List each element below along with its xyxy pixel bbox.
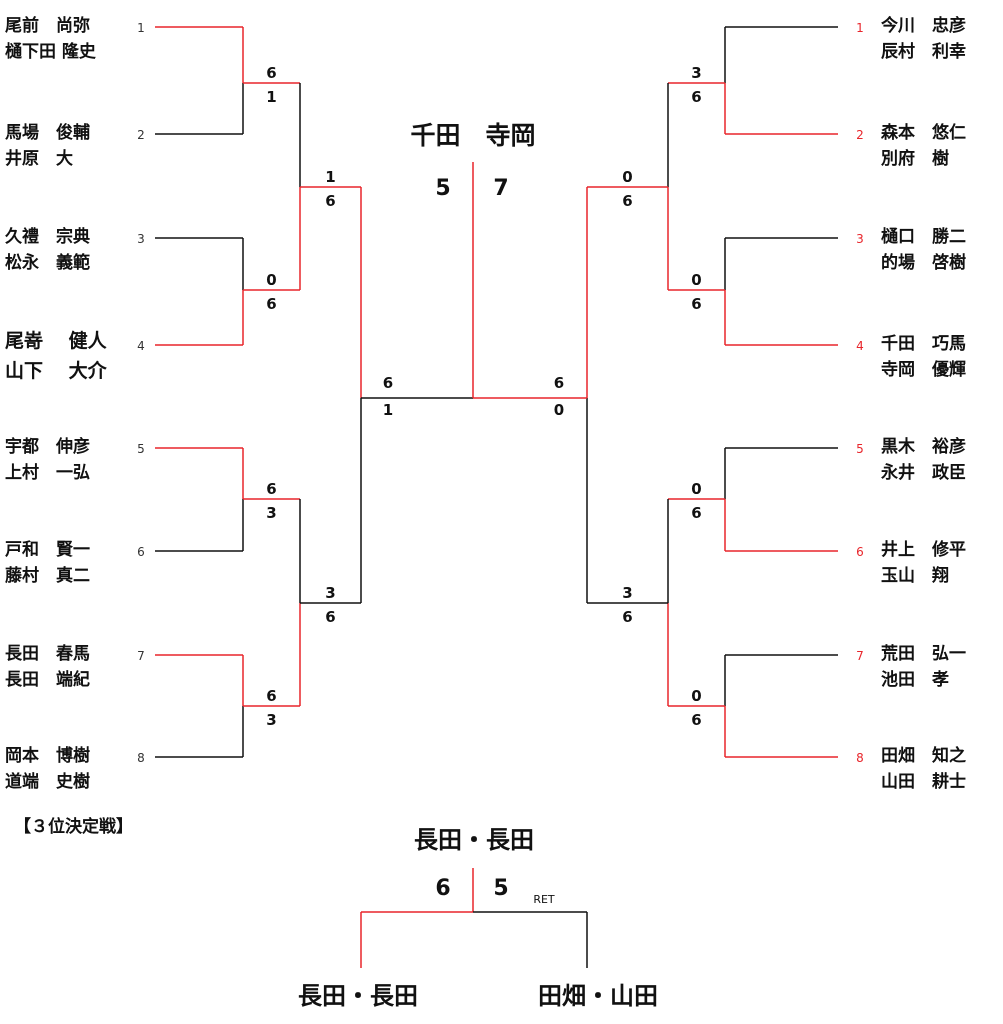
left-r2-score-top: 3 <box>325 584 335 602</box>
right-player-name: 今川 忠彦 <box>881 15 966 36</box>
left-r1-score-top: 0 <box>266 271 276 289</box>
left-player-name: 馬場 俊輔 <box>5 122 90 143</box>
left-seed-number: 2 <box>137 128 145 142</box>
right-player-name: 永井 政臣 <box>880 462 966 483</box>
left-r1-score-top: 6 <box>266 687 276 705</box>
right-player-name: 別府 樹 <box>880 148 949 169</box>
third-place-title: 【３位決定戦】 <box>14 816 133 837</box>
right-r2-score-top: 3 <box>622 584 632 602</box>
left-player-name: 岡本 博樹 <box>5 745 90 766</box>
left-player-name: 上村 一弘 <box>5 462 90 483</box>
champion-pair: 千田 寺岡 <box>410 121 535 150</box>
third-place-score-left: 6 <box>435 876 450 901</box>
left-r1-score-bottom: 6 <box>266 295 276 313</box>
right-player-name: 樋口 勝二 <box>881 226 966 247</box>
right-player-name: 的場 啓樹 <box>881 252 966 273</box>
right-r1-score-top: 0 <box>691 687 701 705</box>
right-player-name: 田畑 知之 <box>881 745 966 766</box>
left-r2-score-bottom: 6 <box>325 192 335 210</box>
left-r2-score-top: 1 <box>325 168 335 186</box>
right-seed-number: 5 <box>856 442 864 456</box>
right-r2-score-bottom: 6 <box>622 608 632 626</box>
left-semi-score-top: 6 <box>383 374 393 392</box>
third-place-left-pair: 長田・長田 <box>298 982 418 1010</box>
right-player-name: 山田 耕士 <box>881 771 966 792</box>
left-player-name: 松永 義範 <box>5 252 90 273</box>
right-player-name: 森本 悠仁 <box>881 122 966 143</box>
right-seed-number: 6 <box>856 545 864 559</box>
right-player-name: 玉山 翔 <box>881 565 949 586</box>
right-player-name: 千田 巧馬 <box>881 334 966 354</box>
right-player-name: 池田 孝 <box>881 669 949 690</box>
left-seed-number: 1 <box>137 21 145 35</box>
left-r1-score-bottom: 1 <box>266 88 276 106</box>
right-seed-number: 3 <box>856 232 864 246</box>
left-r1-score-top: 6 <box>266 64 276 82</box>
right-r1-score-top: 3 <box>691 64 701 82</box>
left-player-name: 道端 史樹 <box>5 771 90 792</box>
third-place-ret-note: RET <box>533 893 555 906</box>
left-seed-number: 4 <box>137 339 145 353</box>
right-player-name: 辰村 利幸 <box>881 41 966 62</box>
left-seed-number: 5 <box>137 442 145 456</box>
right-seed-number: 4 <box>856 339 864 353</box>
left-player-name: 井原 大 <box>5 148 73 169</box>
left-player-name: 藤村 真二 <box>5 565 90 586</box>
left-r1-score-top: 6 <box>266 480 276 498</box>
left-player-name: 樋下田 隆史 <box>5 41 97 62</box>
right-r1-score-bottom: 6 <box>691 88 701 106</box>
right-semi-score-bottom: 0 <box>554 401 564 419</box>
left-seed-number: 8 <box>137 751 145 765</box>
right-seed-number: 2 <box>856 128 864 142</box>
right-r1-score-bottom: 6 <box>691 711 701 729</box>
left-semi-score-bottom: 1 <box>383 401 393 419</box>
right-player-name: 寺岡 優輝 <box>881 359 966 380</box>
left-player-name: 宇都 伸彦 <box>5 436 90 457</box>
left-player-name: 長田 端紀 <box>5 669 90 690</box>
left-seed-number: 7 <box>137 649 145 663</box>
right-r1-score-top: 0 <box>691 271 701 289</box>
third-place-winner: 長田・長田 <box>414 826 534 854</box>
bracket-lines <box>155 26 838 968</box>
right-r1-score-top: 0 <box>691 480 701 498</box>
third-place-score-right: 5 <box>493 876 508 901</box>
left-player-name: 尾前 尚弥 <box>5 15 90 36</box>
left-player-name: 山下 大介 <box>5 359 108 382</box>
left-player-name: 尾嵜 健人 <box>5 329 108 352</box>
right-seed-number: 7 <box>856 649 864 663</box>
right-semi-score-top: 6 <box>554 374 564 392</box>
right-player-name: 黒木 裕彦 <box>881 436 966 457</box>
right-seed-number: 1 <box>856 21 864 35</box>
right-seed-number: 8 <box>856 751 864 765</box>
final-score-right: 7 <box>493 176 508 201</box>
final-score-left: 5 <box>435 176 450 201</box>
right-player-name: 荒田 弘一 <box>880 643 966 664</box>
left-r1-score-bottom: 3 <box>266 504 276 522</box>
left-seed-number: 6 <box>137 545 145 559</box>
left-r2-score-bottom: 6 <box>325 608 335 626</box>
right-r2-score-bottom: 6 <box>622 192 632 210</box>
left-player-name: 長田 春馬 <box>5 643 90 664</box>
left-player-name: 久禮 宗典 <box>5 226 90 247</box>
right-r1-score-bottom: 6 <box>691 504 701 522</box>
right-r2-score-top: 0 <box>622 168 632 186</box>
right-r1-score-bottom: 6 <box>691 295 701 313</box>
left-seed-number: 3 <box>137 232 145 246</box>
right-player-name: 井上 修平 <box>881 539 966 560</box>
left-player-name: 戸和 賢一 <box>5 539 90 560</box>
third-place-right-pair: 田畑・山田 <box>538 982 658 1010</box>
left-r1-score-bottom: 3 <box>266 711 276 729</box>
